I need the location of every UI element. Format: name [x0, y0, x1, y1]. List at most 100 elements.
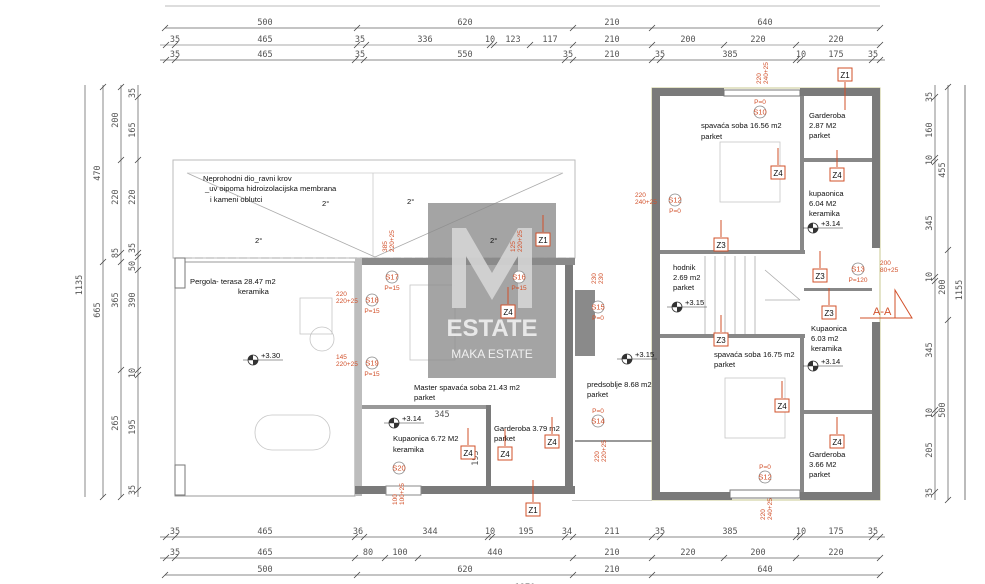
tag-box — [837, 67, 853, 82]
dimension-tick — [648, 56, 656, 64]
watermark-brand: MAKA ESTATE — [451, 347, 533, 361]
dimension-tick — [944, 83, 952, 91]
dimension-tick — [99, 493, 107, 501]
dimension-tick — [931, 158, 939, 166]
dimension-tick — [796, 56, 804, 64]
section-arrow-icon — [894, 288, 913, 319]
tag-box — [829, 434, 845, 449]
opening-marker — [512, 270, 526, 284]
dimension-label: 35 — [925, 92, 935, 102]
opening-sill-height: P=0 — [754, 99, 766, 106]
opening-id: S19 — [365, 359, 378, 368]
dimension-tick — [134, 93, 142, 101]
dimension-tick — [944, 246, 952, 254]
dimension-tick — [876, 41, 884, 49]
dimension-tick — [569, 24, 577, 32]
tag-box — [770, 165, 786, 180]
element-tag: Z1 — [528, 506, 538, 515]
dimension-tick — [569, 56, 577, 64]
dimension-label: 210 — [604, 50, 619, 60]
element-tag: Z4 — [503, 308, 513, 317]
element-tag: Z4 — [777, 402, 787, 411]
dimension-label: 35 — [868, 527, 878, 537]
level-value: +3.30 — [261, 351, 280, 360]
room-floor: keramika — [393, 445, 425, 454]
room-area: 2.69 m2 — [673, 273, 700, 282]
dimension-tick — [569, 571, 577, 579]
opening-width: 100 — [392, 494, 399, 505]
roof-slope-label: 2° — [322, 199, 329, 208]
dimension-tick — [876, 24, 884, 32]
dimension-label: 35 — [170, 50, 180, 60]
dimension-tick — [353, 24, 361, 32]
roof-note: Neprohodni dio_ravni krov — [203, 174, 292, 183]
dimension-label: 620 — [457, 18, 472, 28]
room-floor: parket — [587, 390, 609, 399]
opening-marker — [385, 270, 399, 284]
room-name: Garderoba — [809, 450, 846, 459]
opening-height: 220+25 — [601, 440, 608, 462]
dimension-tick — [931, 273, 939, 281]
opening-width: 230 — [591, 273, 598, 284]
room-name: Kupaonica 6.72 M2 — [393, 434, 458, 443]
dimension-label: 85 — [111, 248, 121, 258]
dimension-tick — [484, 533, 492, 541]
dimension-tick — [117, 156, 125, 164]
dimension-tick — [360, 533, 368, 541]
opening-marker — [591, 300, 605, 314]
dimension-label: 10 — [796, 527, 806, 537]
dimension-label: 620 — [457, 565, 472, 575]
dimension-label: 175 — [828, 527, 843, 537]
dimension-label: 220 — [828, 35, 843, 45]
dimension-tick — [876, 554, 884, 562]
opening-sill-height: P=15 — [364, 371, 380, 378]
tag-box — [497, 446, 513, 461]
opening-sill-height: P=15 — [364, 308, 380, 315]
opening-width: 220 — [760, 509, 767, 520]
dimension-label: 210 — [604, 565, 619, 575]
opening-id: S20 — [392, 464, 405, 473]
opening-sill-height: P=120 — [849, 277, 868, 284]
section-label: A-A — [873, 306, 892, 318]
dimension-label: 220 — [111, 189, 121, 204]
tag-box — [535, 232, 551, 247]
room-labels: Neprohodni dio_ravni krov_uv oipoma hidr… — [190, 111, 848, 479]
dimension-tick — [351, 533, 359, 541]
dimension-label: 35 — [925, 488, 935, 498]
opening-height: 80+25 — [880, 267, 899, 274]
level-marker: +3.30 — [243, 351, 283, 366]
dimension-tick — [944, 316, 952, 324]
dimension-label: 385 — [722, 527, 737, 537]
dimension-label: 465 — [257, 548, 272, 558]
dimension-tick — [648, 571, 656, 579]
opening-marker — [753, 105, 767, 119]
room-area: 6.03 m2 — [811, 334, 838, 343]
dimension-label: 200 — [111, 112, 121, 127]
opening-marker — [365, 356, 379, 370]
roof-note: i kameni oblutci — [210, 195, 263, 204]
level-marker: +3.14 — [803, 357, 843, 372]
level-value: +3.14 — [402, 414, 421, 423]
roof-slope-label: 2° — [407, 197, 414, 206]
element-tag: Z4 — [832, 438, 842, 447]
tag-box — [460, 445, 476, 460]
level-value: +3.15 — [635, 350, 654, 359]
dimension-tick — [161, 24, 169, 32]
level-marker: +3.15 — [667, 298, 707, 313]
dimension-label: 200 — [938, 279, 948, 294]
dimension-tick — [134, 156, 142, 164]
level-marker: +3.14 — [384, 414, 424, 429]
opening-id: S17 — [385, 273, 398, 282]
dimension-label: 500 — [257, 565, 272, 575]
level-marker: +3.15 — [617, 350, 657, 365]
dimension-tick — [171, 554, 179, 562]
dimension-tick — [134, 371, 142, 379]
dimension-tick — [720, 554, 728, 562]
dimension-tick — [792, 41, 800, 49]
dimension-label: 465 — [257, 35, 272, 45]
watermark-word: ESTATE — [446, 315, 537, 342]
